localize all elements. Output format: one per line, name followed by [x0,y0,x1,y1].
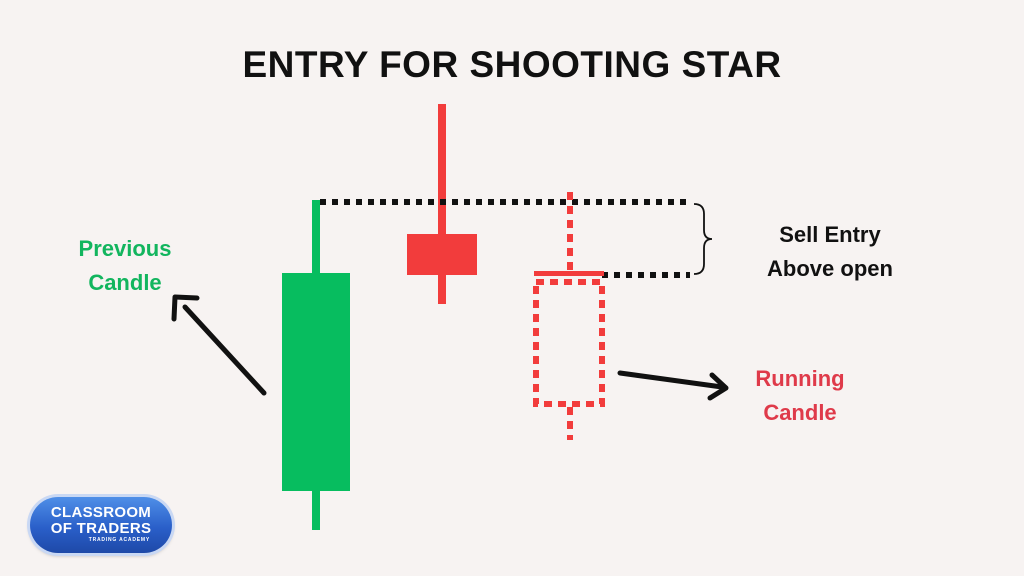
logo-line1: CLASSROOM [50,504,152,521]
brand-logo: CLASSROOM OF TRADERS TRADING ACADEMY [30,497,172,553]
arrow-icon [617,370,729,401]
previous-candle-label-line1: Previous [78,236,172,261]
running-candle-label-line1: Running [755,366,845,391]
shooting-star-body [407,234,477,275]
sell-entry-label: Sell Entry Above open [740,218,920,286]
running-candle-label: Running Candle [725,362,875,430]
page-title: ENTRY FOR SHOOTING STAR [242,44,782,85]
logo-line2: OF TRADERS [50,520,152,537]
previous-candle-label: Previous Candle [40,232,210,300]
running-candle [533,192,605,440]
previous-candle-label-line2: Candle [88,270,162,295]
previous-candle [282,200,350,530]
running-candle-label-line2: Candle [763,400,837,425]
sell-entry-label-line1: Sell Entry [779,222,881,247]
brace-icon [693,203,713,275]
sell-entry-label-line2: Above open [767,256,893,281]
running-candle-body [533,279,605,407]
previous-candle-body [282,273,350,491]
logo-line3: TRADING ACADEMY [88,537,150,543]
arrow-icon [171,294,267,396]
running-candle-open-line [534,271,604,276]
